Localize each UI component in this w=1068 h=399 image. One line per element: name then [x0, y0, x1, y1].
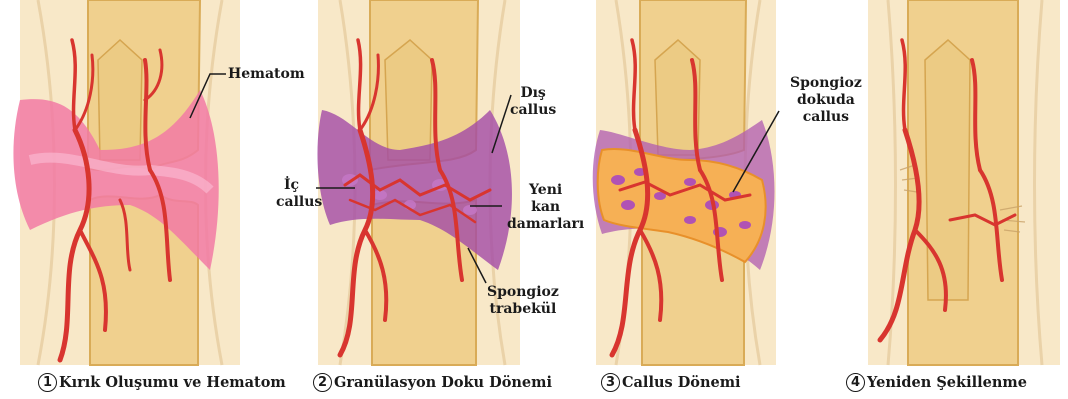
panel-3 — [593, 0, 779, 365]
stage-title: Kırık Oluşumu ve Hematom — [59, 374, 286, 391]
caption-stage-1: 1 Kırık Oluşumu ve Hematom — [38, 370, 286, 394]
stage-title: Granülasyon Doku Dönemi — [334, 374, 552, 391]
step-number-badge: 2 — [313, 373, 332, 392]
caption-stage-3: 3 Callus Dönemi — [601, 370, 741, 394]
step-number-badge: 1 — [38, 373, 57, 392]
stage-title: Yeniden Şekillenme — [867, 374, 1027, 391]
step-number-badge: 3 — [601, 373, 620, 392]
label-hematom: Hematom — [228, 66, 305, 83]
caption-stage-4: 4 Yeniden Şekillenme — [846, 370, 1027, 394]
panel-1 — [13, 0, 240, 365]
step-number-badge: 4 — [846, 373, 865, 392]
panel-4 — [868, 0, 1060, 365]
stage-title: Callus Dönemi — [622, 374, 741, 391]
caption-stage-2: 2 Granülasyon Doku Dönemi — [313, 370, 552, 394]
